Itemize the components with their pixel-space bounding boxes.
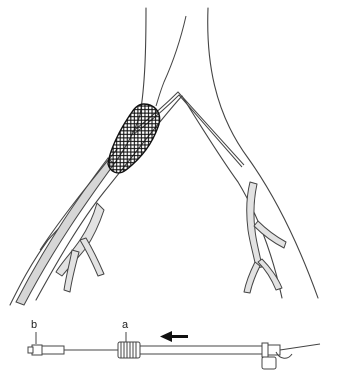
right-outer-wall [208,8,318,298]
tail-wire [280,344,320,350]
left-branch-lateral [80,238,104,276]
hub-ring [262,343,268,357]
label-b: b [31,320,37,331]
left-branch-arteries [56,203,104,292]
luer-tip [28,347,33,353]
guidewire-top [156,16,186,106]
right-branch-lower-right [258,259,282,290]
right-branch-lower-left [244,262,260,293]
hub-body [268,345,280,355]
stent [108,104,160,173]
vessel-tree [10,8,318,305]
side-cap [262,357,276,369]
luer-body [42,346,64,354]
stent-body [108,104,160,173]
arrow-left-icon [160,331,172,342]
right-branch-lateral [254,221,286,248]
arrow-shaft [172,335,188,338]
outer-sheath [140,346,262,354]
direction-arrow [160,331,188,342]
label-a: a [122,320,128,331]
